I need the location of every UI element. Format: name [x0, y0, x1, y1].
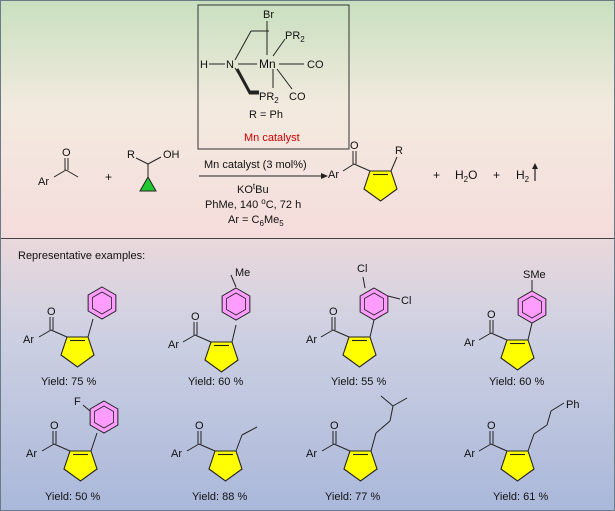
examples-heading: Representative examples:	[18, 250, 145, 262]
catalyst-structure: Br PR2 H N Mn CO PR2 CO R = Ph Mn cataly…	[197, 4, 350, 150]
product-ar: Ar	[328, 169, 339, 181]
example-4: SMe Ar O Yield: 60 %	[464, 269, 547, 388]
example-7: Ar O Yield: 77 %	[306, 395, 408, 503]
example-8: Ph Ar O Yield: 61 %	[464, 399, 579, 503]
condition-catalyst: Mn catalyst (3 mol%)	[204, 159, 307, 171]
cyclopropyl-ring	[139, 175, 157, 192]
condition-temperature: PhMe, 140 oC, 72 h	[205, 197, 301, 211]
hydrogen: H2	[516, 168, 530, 184]
example-8-ar: Ar	[464, 448, 475, 460]
example-6: Ar O Yield: 88 %	[171, 420, 258, 503]
example-7-yield: Yield: 77 %	[325, 491, 380, 503]
catalyst-r-definition: R = Ph	[249, 109, 283, 121]
example-5-ar: Ar	[26, 448, 37, 460]
cyclopropyl-alcohol: R OH	[127, 149, 180, 192]
catalyst-pr2-bottom: PR2	[259, 91, 279, 105]
catalyst-pr2-top: PR2	[285, 30, 305, 44]
example-3-yield: Yield: 55 %	[331, 376, 386, 388]
catalyst-box	[197, 4, 350, 150]
example-8-yield: Yield: 61 %	[493, 491, 548, 503]
example-6-ar: Ar	[171, 448, 182, 460]
example-4-o: O	[487, 309, 496, 321]
example-7-ar: Ar	[306, 448, 317, 460]
example-3: Cl Cl Ar O Yield: 55 %	[306, 263, 411, 388]
example-3-cl-1: Cl	[357, 263, 367, 275]
gas-arrow-head	[532, 163, 538, 169]
example-5-f: F	[74, 396, 81, 408]
example-4-ar: Ar	[464, 337, 475, 349]
catalyst-co-bottom: CO	[289, 91, 306, 103]
condition-base: KOtBu	[237, 182, 269, 196]
alcohol-r: R	[127, 149, 135, 161]
water: H2O	[455, 168, 477, 184]
catalyst-br: Br	[263, 9, 274, 21]
example-2-me: Me	[235, 267, 250, 279]
example-2-o: O	[191, 311, 200, 323]
top-panel-background	[1, 1, 614, 239]
ketone-o: O	[62, 147, 71, 159]
example-5-yield: Yield: 50 %	[45, 491, 100, 503]
arrow-head	[321, 173, 328, 179]
example-2: Me Ar O Yield: 60 %	[168, 267, 251, 388]
plus-2: +	[433, 168, 440, 182]
ketone-ar: Ar	[38, 176, 49, 188]
example-3-ar: Ar	[306, 334, 317, 346]
catalyst-label: Mn catalyst	[244, 132, 300, 144]
example-1: Ar O Yield: 75 %	[23, 286, 117, 388]
alcohol-oh: OH	[163, 149, 180, 161]
example-4-yield: Yield: 60 %	[489, 376, 544, 388]
example-1-o: O	[47, 306, 56, 318]
example-4-sme: SMe	[523, 269, 546, 281]
catalyst-n: N	[226, 59, 234, 71]
plus-3: +	[493, 168, 500, 182]
product-structure: Ar O R	[328, 140, 403, 202]
example-6-yield: Yield: 88 %	[192, 491, 247, 503]
example-5: F Ar O Yield: 50 %	[26, 396, 119, 503]
example-3-o: O	[329, 306, 338, 318]
catalyst-h: H	[200, 59, 208, 71]
example-8-ph: Ph	[566, 399, 579, 411]
example-1-ar: Ar	[23, 334, 34, 346]
catalyst-co-right: CO	[307, 59, 324, 71]
product-r: R	[395, 145, 403, 157]
example-7-o: O	[330, 420, 339, 432]
starting-ketone: Ar O	[38, 147, 79, 188]
example-5-o: O	[50, 420, 59, 432]
condition-ar-definition: Ar = C6Me5	[228, 214, 284, 228]
example-3-cl-2: Cl	[401, 295, 411, 307]
catalyst-mn: Mn	[259, 57, 276, 71]
example-1-yield: Yield: 75 %	[41, 376, 96, 388]
example-6-o: O	[195, 420, 204, 432]
plus-1: +	[105, 170, 112, 184]
example-2-yield: Yield: 60 %	[188, 376, 243, 388]
example-8-o: O	[487, 420, 496, 432]
product-o: O	[350, 140, 359, 152]
reaction-conditions: Mn catalyst (3 mol%) KOtBu PhMe, 140 oC,…	[199, 159, 328, 228]
example-2-ar: Ar	[168, 339, 179, 351]
